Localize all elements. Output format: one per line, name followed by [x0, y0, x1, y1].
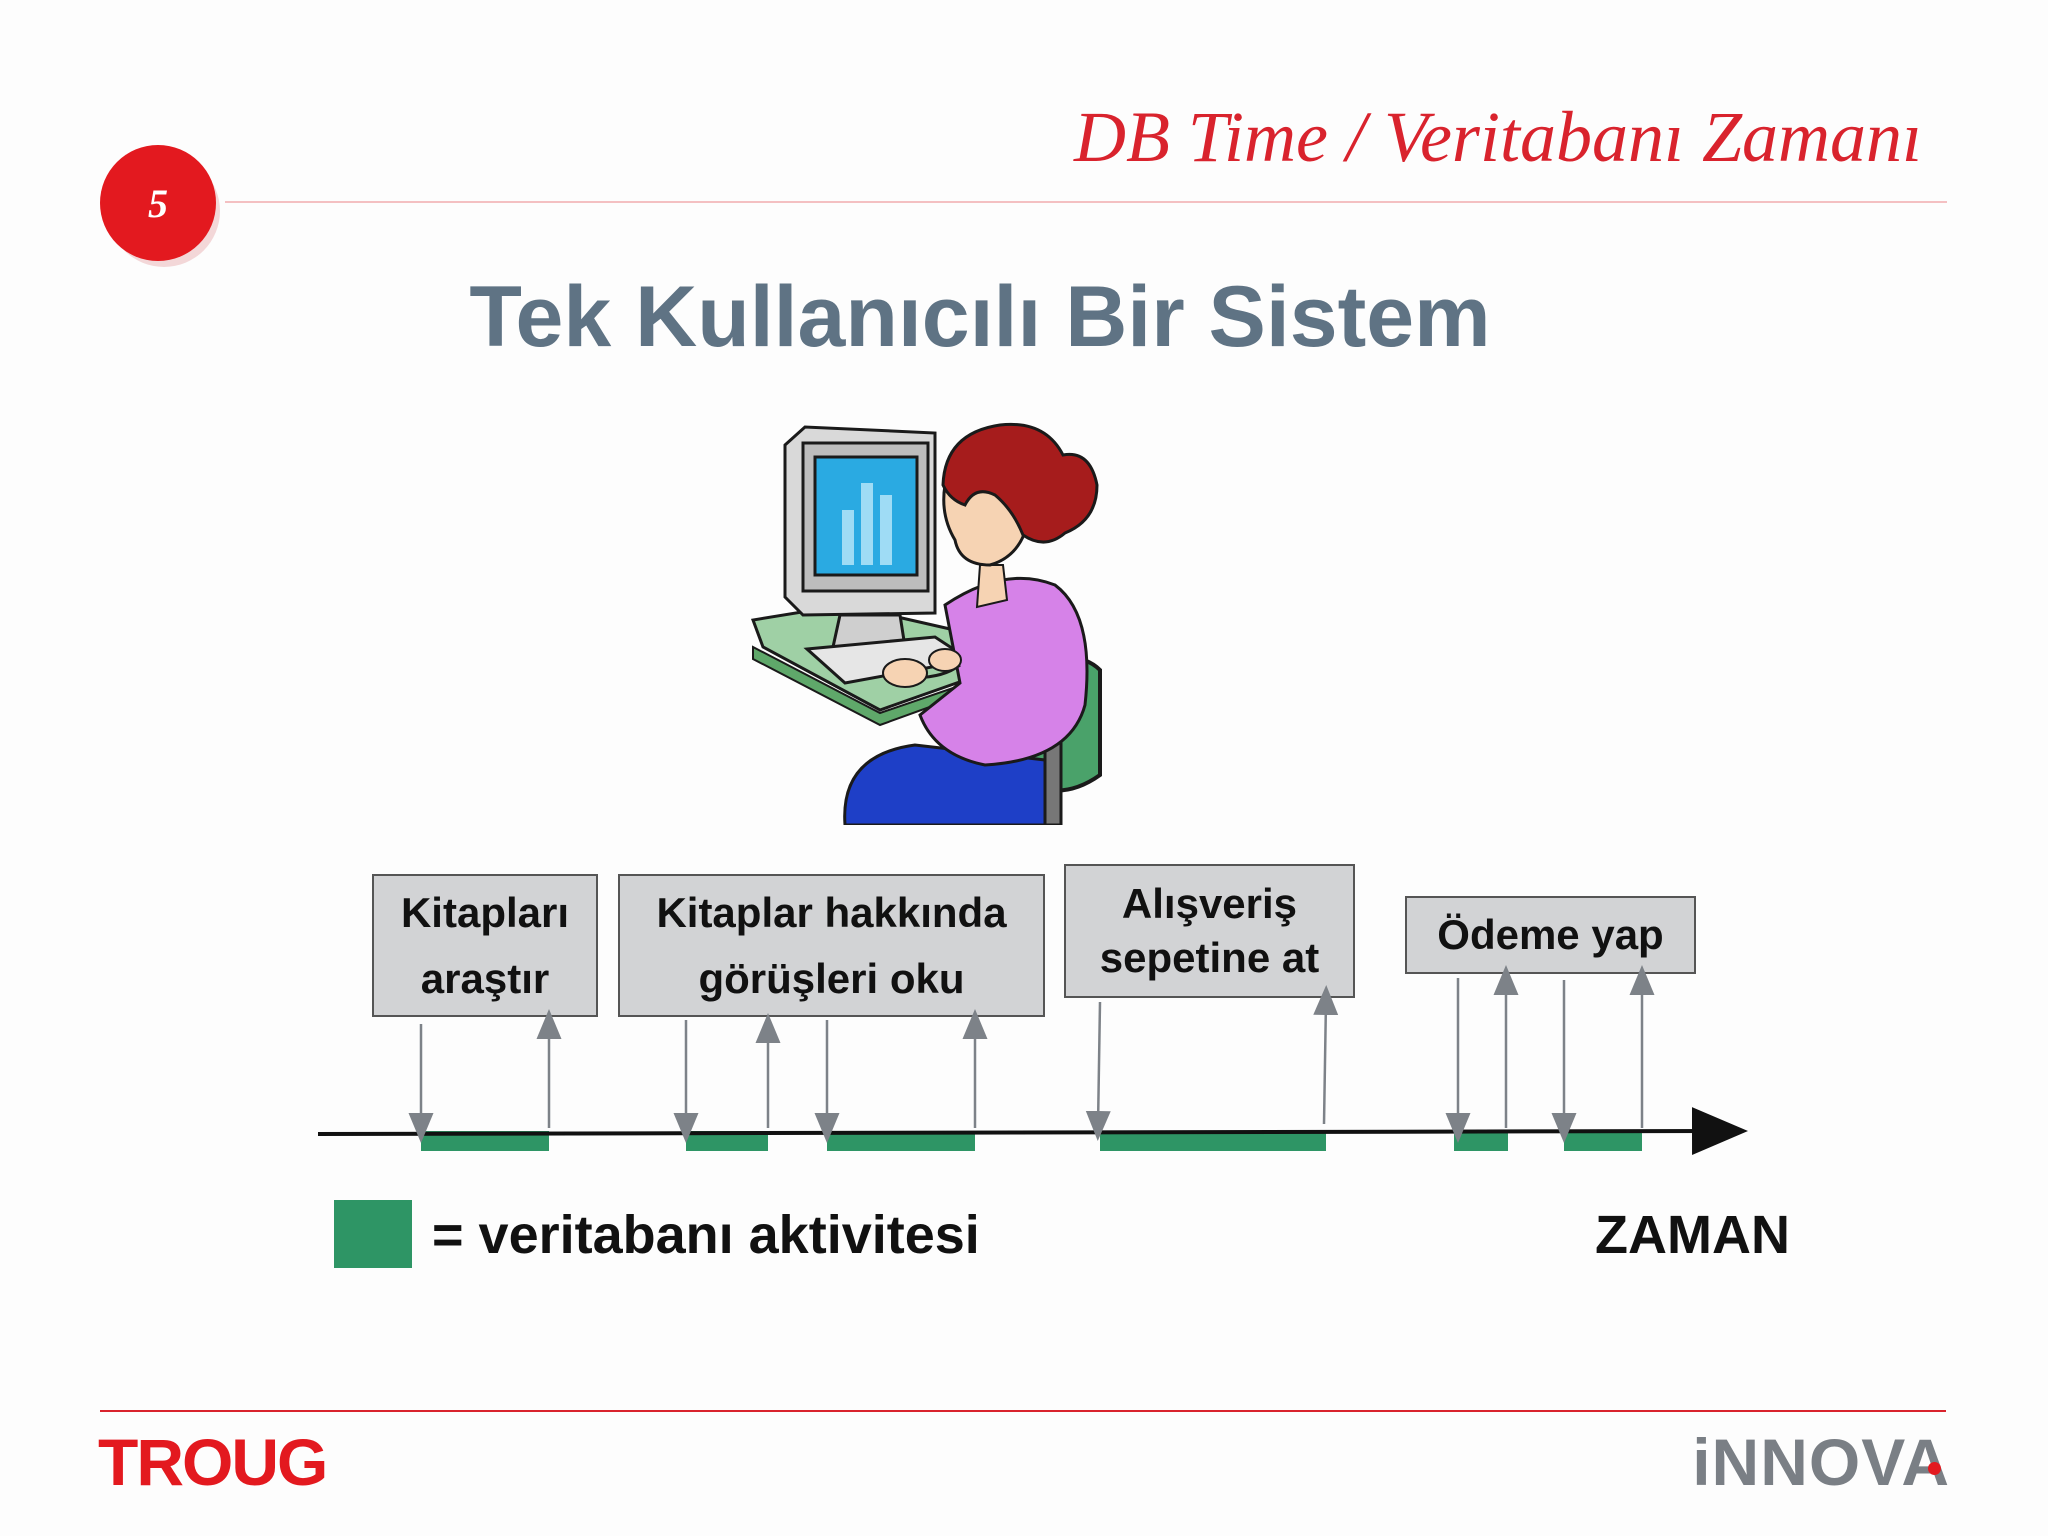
innova-logo: iNNOVA [1692, 1425, 1950, 1499]
activity-segment [421, 1131, 549, 1151]
step-box-add-to-cart: Alışveriş sepetine at [1064, 864, 1355, 998]
legend-label: = veritabanı aktivitesi [432, 1205, 980, 1265]
step-box-search-books: Kitapları araştır [372, 874, 598, 1017]
activity-segment [1454, 1131, 1508, 1151]
header-title: DB Time / Veritabanı Zamanı [1073, 97, 1922, 177]
innova-logo-dot [1928, 1462, 1941, 1475]
slide-title: Tek Kullanıcılı Bir Sistem [469, 269, 1491, 365]
troug-logo: TROUG [98, 1425, 328, 1499]
response-arrow [1313, 985, 1339, 1125]
activity-segment [827, 1131, 975, 1151]
activity-segment [1564, 1131, 1642, 1151]
activity-segment [1100, 1131, 1326, 1151]
footer-divider [100, 1410, 1946, 1412]
activity-segment [686, 1131, 768, 1151]
time-axis-label: ZAMAN [1595, 1205, 1790, 1265]
legend-swatch [334, 1200, 412, 1268]
step-box-read-reviews: Kitaplar hakkında görüşleri oku [618, 874, 1045, 1017]
time-axis-line [317, 1107, 1748, 1156]
woman-at-computer-illustration [750, 422, 1102, 825]
slide-number-badge: 5 [100, 145, 216, 261]
step-box-checkout: Ödeme yap [1405, 896, 1696, 974]
request-arrow [1085, 1001, 1111, 1141]
header-divider [225, 201, 1947, 203]
